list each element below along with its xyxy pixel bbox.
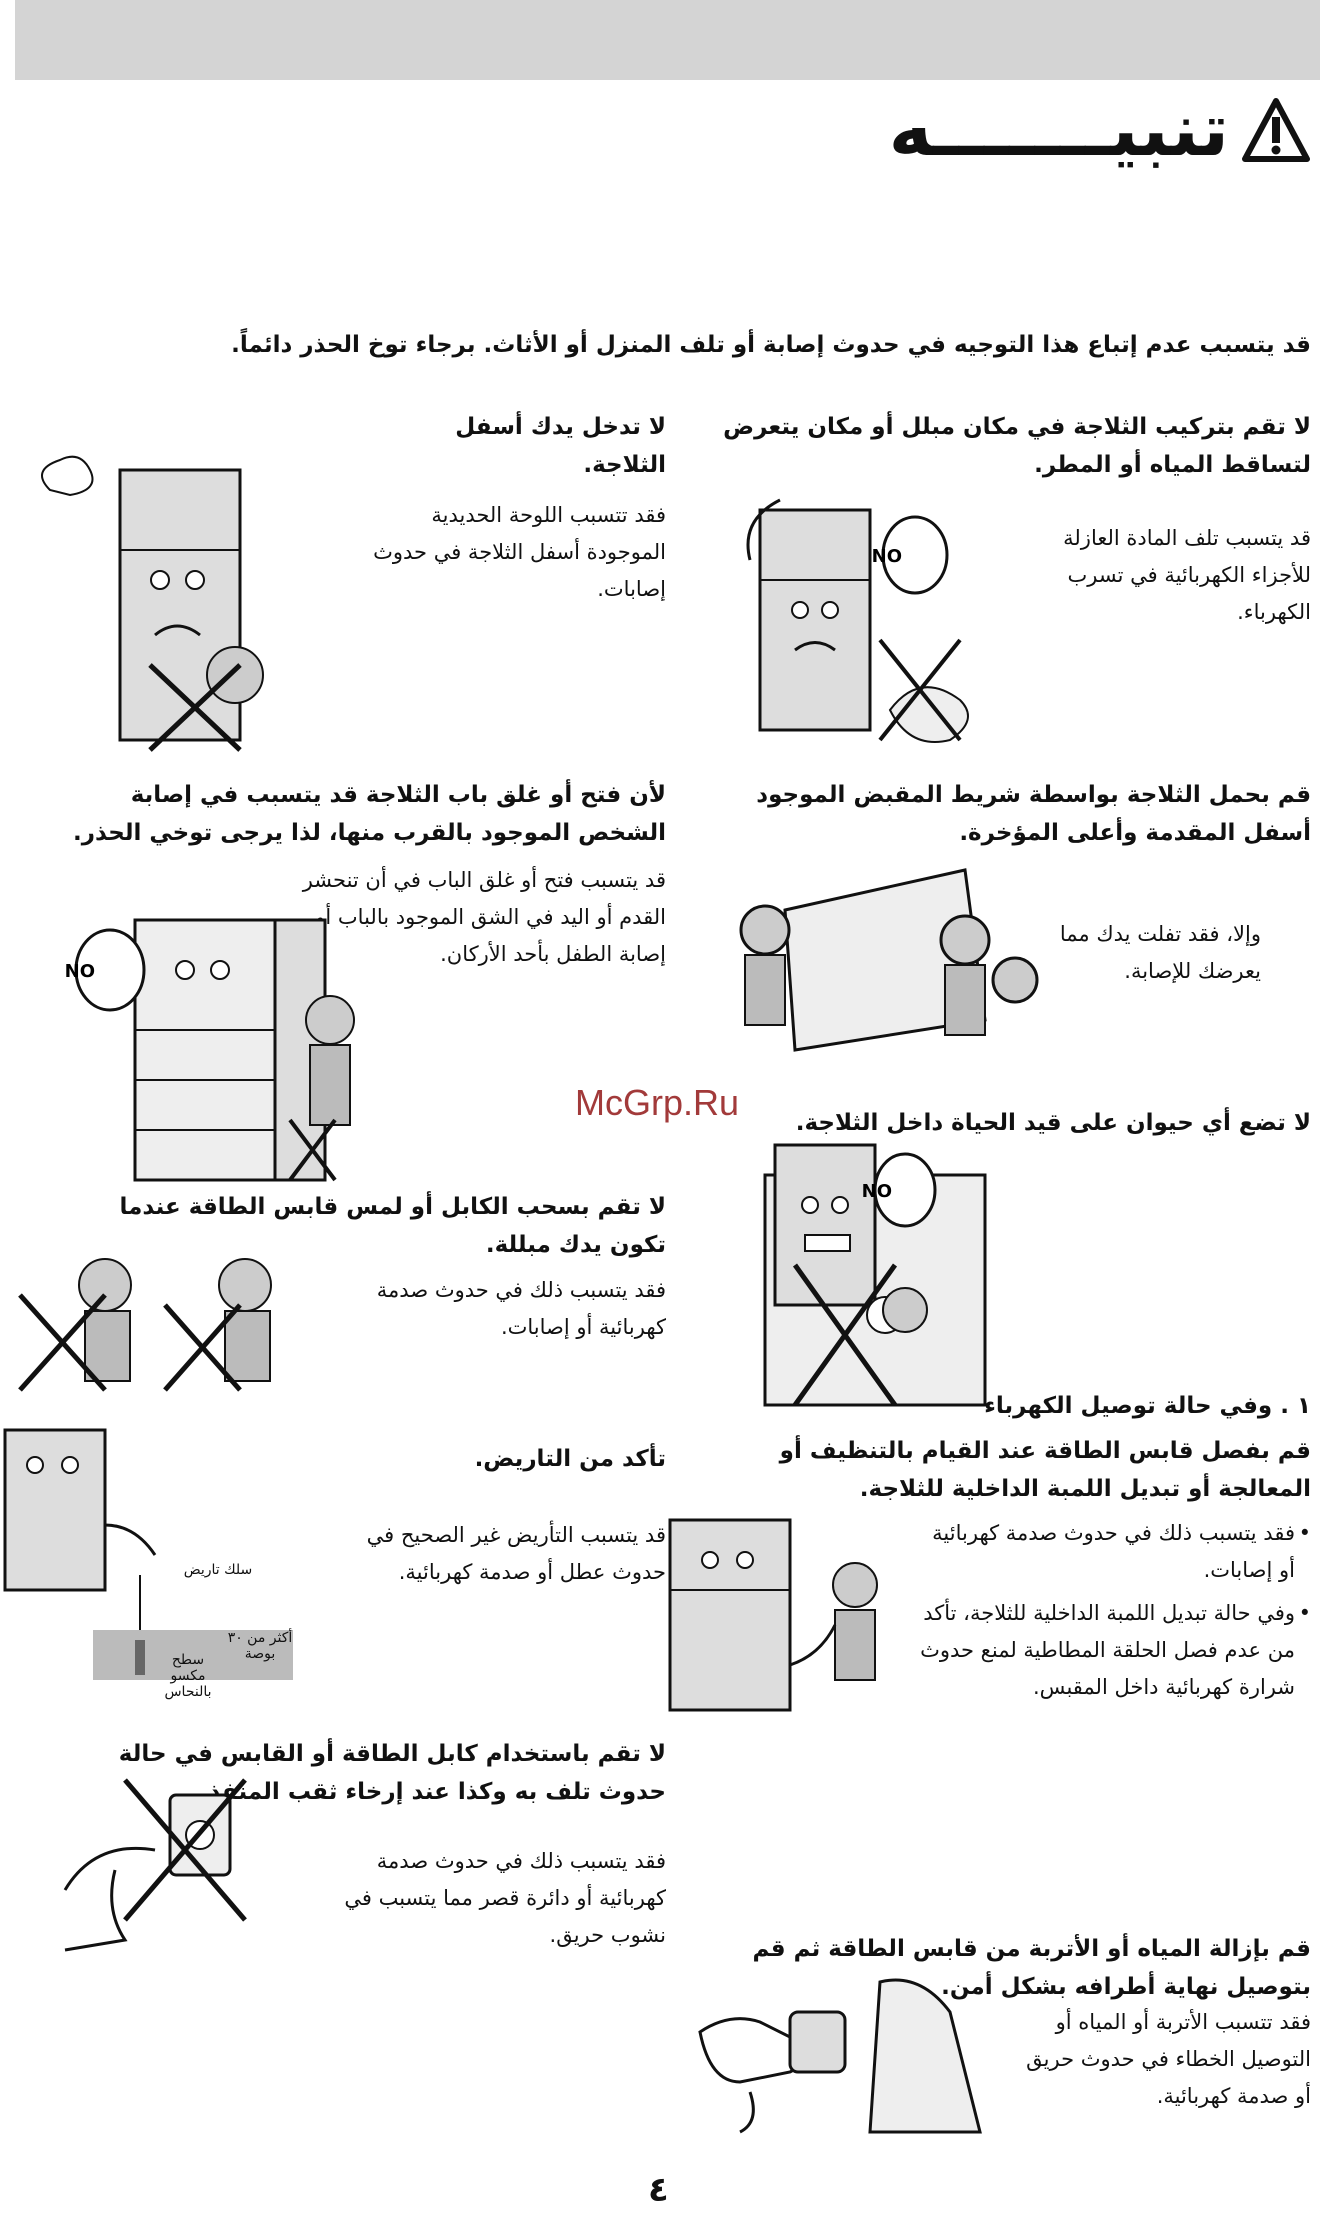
s4-title: لأن فتح أو غلق باب الثلاجة قد يتسبب في إ… bbox=[72, 782, 666, 846]
damaged-plug-illustration bbox=[63, 1778, 247, 1952]
s6-title: لا تقم بسحب الكابل أو لمس قابس الطاقة عن… bbox=[119, 1194, 667, 1258]
s7-bullet: فقد يتسبب ذلك في حدوث صدمة كهربائية أو إ… bbox=[911, 1515, 1311, 1589]
s8-body: قد يتسبب التأريض غير الصحيح في حدوث عطل … bbox=[366, 1523, 666, 1584]
s5-title: لا تضع أي حيوان على قيد الحياة داخل الثل… bbox=[795, 1110, 1311, 1136]
carrying-illustration bbox=[739, 868, 1039, 1052]
clean-plug-illustration bbox=[698, 1978, 982, 2134]
no-sign-text: NO bbox=[65, 961, 95, 982]
s3-title: قم بحمل الثلاجة بواسطة شريط المقبض الموج… bbox=[756, 782, 1311, 846]
page-title: تنبيـــــــه bbox=[888, 87, 1229, 173]
s1-body: قد يتسبب تلف المادة العازلة للأجزاء الكه… bbox=[1063, 526, 1311, 624]
no-hand-icon: NO bbox=[65, 928, 146, 1012]
copper-label: سطح مكسو بالنحاس bbox=[164, 1652, 212, 1700]
s7-bullet-list: فقد يتسبب ذلك في حدوث صدمة كهربائية أو إ… bbox=[911, 1515, 1311, 1712]
grounding-illustration bbox=[3, 1428, 293, 1680]
s1-title: لا تقم بتركيب الثلاجة في مكان مبلل أو مك… bbox=[723, 414, 1311, 478]
s2-title: لا تدخل يدك أسفل الثلاجة. bbox=[455, 414, 666, 478]
s9-title: لا تقم باستخدام كابل الطاقة أو القابس في… bbox=[118, 1741, 666, 1805]
depth-label: أكثر من ٣٠ بوصة bbox=[227, 1630, 293, 1662]
no-sign-text: NO bbox=[862, 1181, 892, 1202]
hand-under-fridge-illustration bbox=[41, 455, 264, 752]
page-title-block: تنبيـــــــه bbox=[888, 87, 1311, 173]
watermark-text: McGrp.Ru bbox=[575, 1082, 740, 1123]
intro-text: قد يتسبب عدم إتباع هذا التوجيه في حدوث إ… bbox=[231, 332, 1311, 358]
wet-hands-illustration bbox=[18, 1258, 272, 1392]
s4-body: قد يتسبب فتح أو غلق الباب في أن تنحشر ال… bbox=[302, 868, 666, 966]
unplug-illustration bbox=[668, 1518, 878, 1712]
s6-body: فقد يتسبب ذلك في حدوث صدمة كهربائية أو إ… bbox=[376, 1278, 666, 1339]
s7-title: قم بفصل قابس الطاقة عند القيام بالتنظيف … bbox=[779, 1438, 1311, 1502]
s7-heading: ١ . وفي حالة توصيل الكهرباء bbox=[984, 1393, 1311, 1419]
ground-wire-label: سلك تاريض bbox=[183, 1562, 253, 1578]
s2-body: فقد تتسبب اللوحة الحديدية الموجودة أسفل … bbox=[373, 503, 666, 601]
no-hand-icon: NO bbox=[862, 1152, 937, 1228]
page-number: ٤ bbox=[648, 2170, 669, 2210]
warning-triangle-icon bbox=[1242, 98, 1310, 162]
s10-title: قم بإزالة المياه أو الأتربة من قابس الطا… bbox=[752, 1936, 1311, 2000]
header-band bbox=[15, 0, 1320, 80]
no-hand-icon: NO bbox=[872, 515, 949, 595]
wet-location-illustration: NO bbox=[746, 498, 969, 743]
no-sign-text: NO bbox=[872, 546, 902, 567]
s7-bullet: وفي حالة تبديل اللمبة الداخلية للثلاجة، … bbox=[911, 1595, 1311, 1706]
door-hazard-illustration: NO bbox=[65, 918, 355, 1182]
s8-title: تأكد من التاريض. bbox=[474, 1446, 666, 1472]
s9-body: فقد يتسبب ذلك في حدوث صدمة كهربائية أو د… bbox=[344, 1849, 666, 1947]
s3-body: وإلا، فقد تفلت يدك مما يعرضك للإصابة. bbox=[1059, 922, 1261, 983]
s10-body: فقد تتسبب الأتربة أو المياه أو التوصيل ا… bbox=[1026, 2010, 1311, 2108]
animal-in-fridge-illustration: NO bbox=[763, 1143, 987, 1407]
